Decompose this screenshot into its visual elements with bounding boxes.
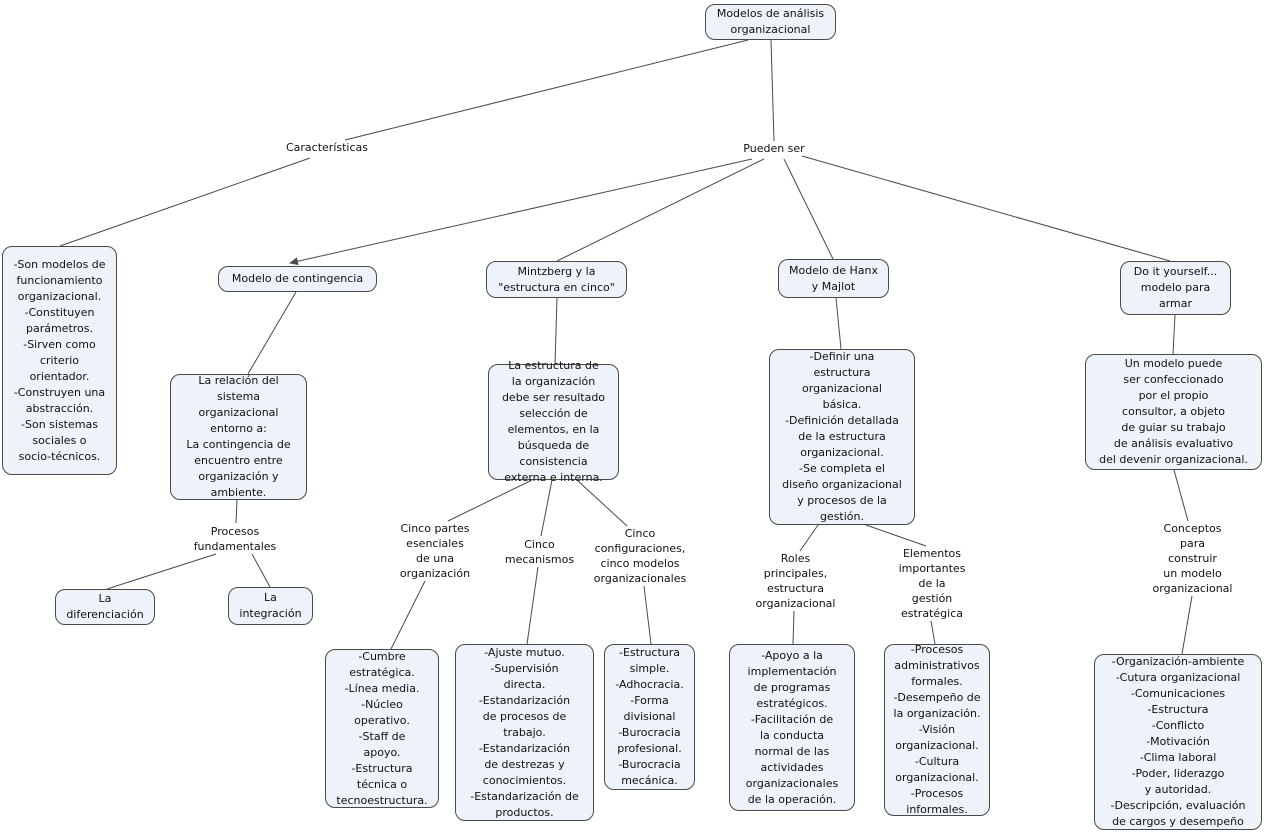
concept-conceptos-detalle[interactable]: -Organización-ambiente -Cutura organizac… — [1094, 654, 1262, 830]
edge-procesos-diferenciacion — [106, 553, 217, 590]
link-roles-principales[interactable]: Roles principales, estructura organizaci… — [755, 552, 836, 610]
link-elementos-importantes[interactable]: Elementos importantes de la gestión estr… — [898, 547, 966, 620]
edge-root-caracteristicas — [344, 39, 749, 141]
edge-pueden-ser-doityourself — [801, 155, 1171, 262]
edge-roles-detalle — [792, 610, 795, 645]
edge-cinco-mecanismos-detalle — [526, 566, 539, 645]
concept-roles-detalle[interactable]: -Apoyo a la implementación de programas … — [729, 644, 855, 811]
link-conceptos-construir[interactable]: Conceptos para construir un modelo organ… — [1152, 522, 1233, 595]
concept-cinco-configuraciones-detalle[interactable]: -Estructura simple. -Adhocracia. -Forma … — [604, 644, 695, 790]
concept-cinco-partes-detalle[interactable]: -Cumbre estratégica. -Línea media. -Núcl… — [325, 649, 439, 808]
concept-contingencia-detalle[interactable]: La relación del sistema organizacional e… — [170, 374, 307, 500]
concept-modelo-contingencia[interactable]: Modelo de contingencia — [218, 266, 377, 292]
concept-diferenciacion[interactable]: La diferenciación — [55, 589, 155, 625]
edge-detalle-cinco-configuraciones — [576, 479, 628, 527]
concept-cinco-mecanismos-detalle[interactable]: -Ajuste mutuo. -Supervisión directa. -Es… — [455, 644, 594, 821]
edge-cinco-partes-detalle — [390, 580, 426, 650]
concept-root[interactable]: Modelos de análisis organizacional — [705, 4, 836, 40]
edge-pueden-ser-hanx — [783, 158, 834, 260]
link-caracteristicas[interactable]: Características — [285, 141, 368, 154]
edge-detalle-elementos — [865, 524, 927, 547]
edge-detalle-cinco-mecanismos — [540, 479, 553, 537]
edge-cinco-configuraciones-detalle — [643, 585, 652, 645]
link-procesos-fundamentales[interactable]: Procesos fundamentales — [193, 525, 277, 553]
concept-integracion[interactable]: La integración — [228, 587, 313, 625]
concept-do-it-yourself[interactable]: Do it yourself... modelo para armar — [1120, 261, 1231, 315]
edge-detalle-roles — [799, 524, 819, 552]
edge-pueden-ser-contingencia — [289, 158, 753, 266]
edge-contingencia-detalle — [247, 291, 297, 375]
edge-procesos-integracion — [251, 553, 271, 588]
link-pueden-ser[interactable]: Pueden ser — [743, 142, 805, 155]
edge-hanx-detalle — [835, 297, 842, 350]
edge-pueden-ser-mintzberg — [556, 158, 765, 262]
link-cinco-partes[interactable]: Cinco partes esenciales de una organizac… — [399, 522, 471, 580]
concept-mintzberg[interactable]: Mintzberg y la "estructura en cinco" — [486, 261, 627, 298]
link-cinco-configuraciones[interactable]: Cinco configuraciones, cinco modelos org… — [593, 527, 687, 585]
edge-root-pueden-ser — [770, 39, 775, 142]
edge-detalle-cinco-partes — [447, 479, 533, 522]
edge-elementos-detalle — [930, 620, 936, 645]
edge-detalle-procesos — [235, 499, 238, 524]
link-cinco-mecanismos[interactable]: Cinco mecanismos — [504, 538, 575, 566]
concept-doityourself-detalle[interactable]: Un modelo puede ser confeccionado por el… — [1085, 354, 1262, 470]
concept-caracteristicas-detalle[interactable]: -Son modelos de funcionamiento organizac… — [2, 246, 117, 475]
edge-conceptos-detalle — [1181, 595, 1193, 655]
concept-mintzberg-detalle[interactable]: La estructura de la organización debe se… — [488, 359, 619, 484]
edge-mintzberg-detalle — [554, 297, 558, 365]
edge-caracteristicas-detalle — [59, 157, 311, 247]
concept-hanx-detalle[interactable]: -Definir una estructura organizacional b… — [769, 349, 915, 525]
edge-detalle-conceptos — [1173, 469, 1189, 522]
concept-elementos-detalle[interactable]: -Procesos administrativos formales. -Des… — [884, 643, 990, 816]
concept-hanx-majlot[interactable]: Modelo de Hanx y Majlot — [778, 259, 889, 298]
edge-doityourself-detalle — [1172, 314, 1176, 355]
